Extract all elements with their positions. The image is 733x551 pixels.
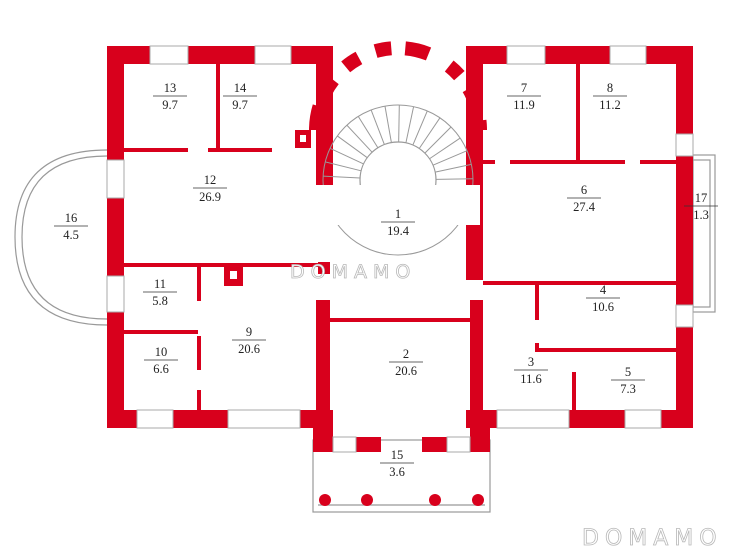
column — [472, 494, 484, 506]
spiral-staircase — [309, 41, 487, 256]
room-number: 3 — [528, 355, 534, 369]
stair-tread — [329, 147, 364, 165]
room-label-7: 711.9 — [507, 81, 541, 112]
watermark-corner: DOMAMO — [582, 526, 723, 551]
stair-tread — [325, 161, 362, 172]
room-area: 11.6 — [520, 372, 541, 386]
room-number: 7 — [521, 81, 527, 95]
stair-tread — [418, 117, 441, 149]
room-area: 1.3 — [693, 208, 709, 222]
room-number: 8 — [607, 81, 613, 95]
room-label-4: 410.6 — [586, 283, 620, 314]
balcony-17-outline-inner — [692, 159, 711, 308]
room-number: 12 — [204, 173, 217, 187]
stair-tread — [435, 163, 472, 173]
stair-tread — [323, 175, 361, 179]
stair-tread — [412, 110, 428, 146]
room-area: 4.5 — [63, 228, 79, 242]
room-area: 5.8 — [152, 294, 168, 308]
room-label-12: 12 26.9 — [193, 173, 227, 204]
room-area: 26.9 — [199, 190, 221, 204]
stair-tread — [432, 150, 468, 166]
room-label-13: 139.7 — [153, 81, 187, 112]
room-label-10: 106.6 — [144, 345, 178, 376]
room-label-2: 220.6 — [389, 347, 423, 378]
room-number: 4 — [600, 283, 607, 297]
room-area: 3.6 — [389, 465, 405, 479]
room-number: 9 — [246, 325, 252, 339]
room-label-5: 57.3 — [611, 365, 645, 396]
bay-16-outline-inner — [21, 155, 108, 320]
room-labels: 119.4220.6311.6410.657.3627.4711.9811.29… — [54, 81, 718, 479]
stair-tread — [435, 178, 473, 180]
room-label-3: 311.6 — [514, 355, 548, 386]
room-label-14: 149.7 — [223, 81, 257, 112]
stair-tread — [384, 106, 392, 143]
balcony-17-outline — [692, 154, 716, 313]
room-number: 6 — [581, 183, 587, 197]
pillar-holes — [230, 135, 306, 279]
stair-tread — [429, 137, 461, 160]
column — [319, 494, 331, 506]
room-label-11: 115.8 — [143, 277, 177, 308]
windows — [106, 45, 694, 453]
room-area: 19.4 — [387, 224, 410, 238]
room-number: 16 — [65, 211, 78, 225]
room-area: 27.4 — [573, 200, 596, 214]
room-label-15: 153.6 — [380, 448, 414, 479]
room-label-17: 171.3 — [684, 191, 718, 222]
room-label-16: 164.5 — [54, 211, 88, 242]
room-number: 5 — [625, 365, 631, 379]
room-area: 11.9 — [513, 98, 534, 112]
room-label-1: 119.4 — [381, 207, 415, 238]
stair-tread — [424, 126, 452, 154]
room-number: 13 — [164, 81, 177, 95]
stair-tread — [370, 109, 385, 145]
room-area: 6.6 — [153, 362, 169, 376]
room-area: 20.6 — [238, 342, 260, 356]
stair-tread — [337, 135, 368, 159]
room-number: 15 — [391, 448, 404, 462]
room-label-9: 920.6 — [232, 325, 266, 356]
stair-tread — [357, 116, 379, 149]
room-number: 14 — [234, 81, 247, 95]
room-label-8: 811.2 — [593, 81, 627, 112]
bay-16-outline — [14, 149, 108, 326]
column — [429, 494, 441, 506]
room-area: 7.3 — [620, 382, 636, 396]
porch-15-outline — [312, 439, 491, 513]
room-number: 1 — [395, 207, 401, 221]
room-area: 11.2 — [599, 98, 620, 112]
room-area: 10.6 — [592, 300, 614, 314]
room-label-6: 627.4 — [567, 183, 601, 214]
stair-tread — [398, 105, 400, 143]
stair-tread — [405, 106, 415, 143]
porch-columns — [319, 494, 484, 506]
column — [361, 494, 373, 506]
room-number: 10 — [155, 345, 168, 359]
room-area: 9.7 — [232, 98, 248, 112]
room-number: 2 — [403, 347, 409, 361]
stair-tread — [346, 124, 373, 153]
room-number: 17 — [695, 191, 708, 205]
room-number: 11 — [154, 277, 166, 291]
room-area: 20.6 — [395, 364, 417, 378]
watermark-center: DOMAMO — [290, 261, 416, 283]
room-area: 9.7 — [162, 98, 178, 112]
